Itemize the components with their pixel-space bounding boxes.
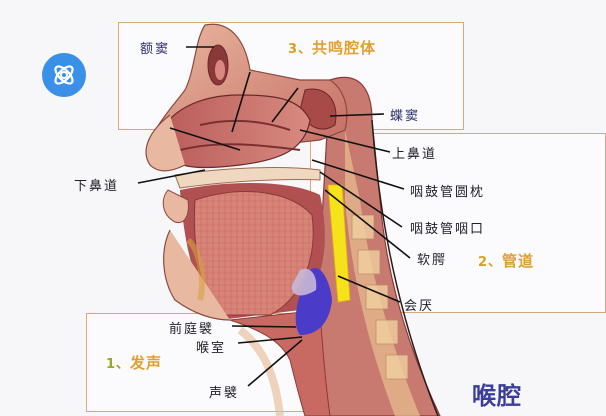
label-soft-palate: 软腭 [417, 253, 448, 268]
section-label: 共鸣腔体 [312, 39, 377, 57]
section-voice-heading: 1、发声 [106, 352, 162, 373]
section-label: 管道 [502, 252, 535, 270]
atom-icon [54, 65, 74, 85]
label-inferior-meatus: 下鼻道 [74, 179, 120, 194]
app-logo[interactable] [42, 53, 86, 97]
diagram-title: 喉腔 [472, 382, 522, 410]
label-torus-tubarius: 咽鼓管圆枕 [410, 185, 486, 200]
label-vocal-fold: 声襞 [209, 386, 240, 401]
section-tract-heading: 2、管道 [478, 250, 534, 271]
section-number: 1、 [106, 357, 131, 372]
section-number: 2、 [478, 255, 503, 270]
section-resonator-heading: 3、共鸣腔体 [288, 37, 376, 58]
label-vestibular-fold: 前庭襞 [169, 322, 215, 337]
label-laryngeal-ventricle: 喉室 [196, 341, 227, 356]
label-frontal-sinus: 额窦 [140, 42, 171, 57]
section-number: 3、 [288, 42, 313, 57]
label-epiglottis: 会厌 [404, 299, 435, 314]
label-pharyngeal-opening: 咽鼓管咽口 [410, 222, 486, 237]
label-sphenoid-sinus: 蝶窦 [390, 109, 421, 124]
label-superior-meatus: 上鼻道 [392, 147, 438, 162]
section-label: 发声 [130, 354, 163, 372]
